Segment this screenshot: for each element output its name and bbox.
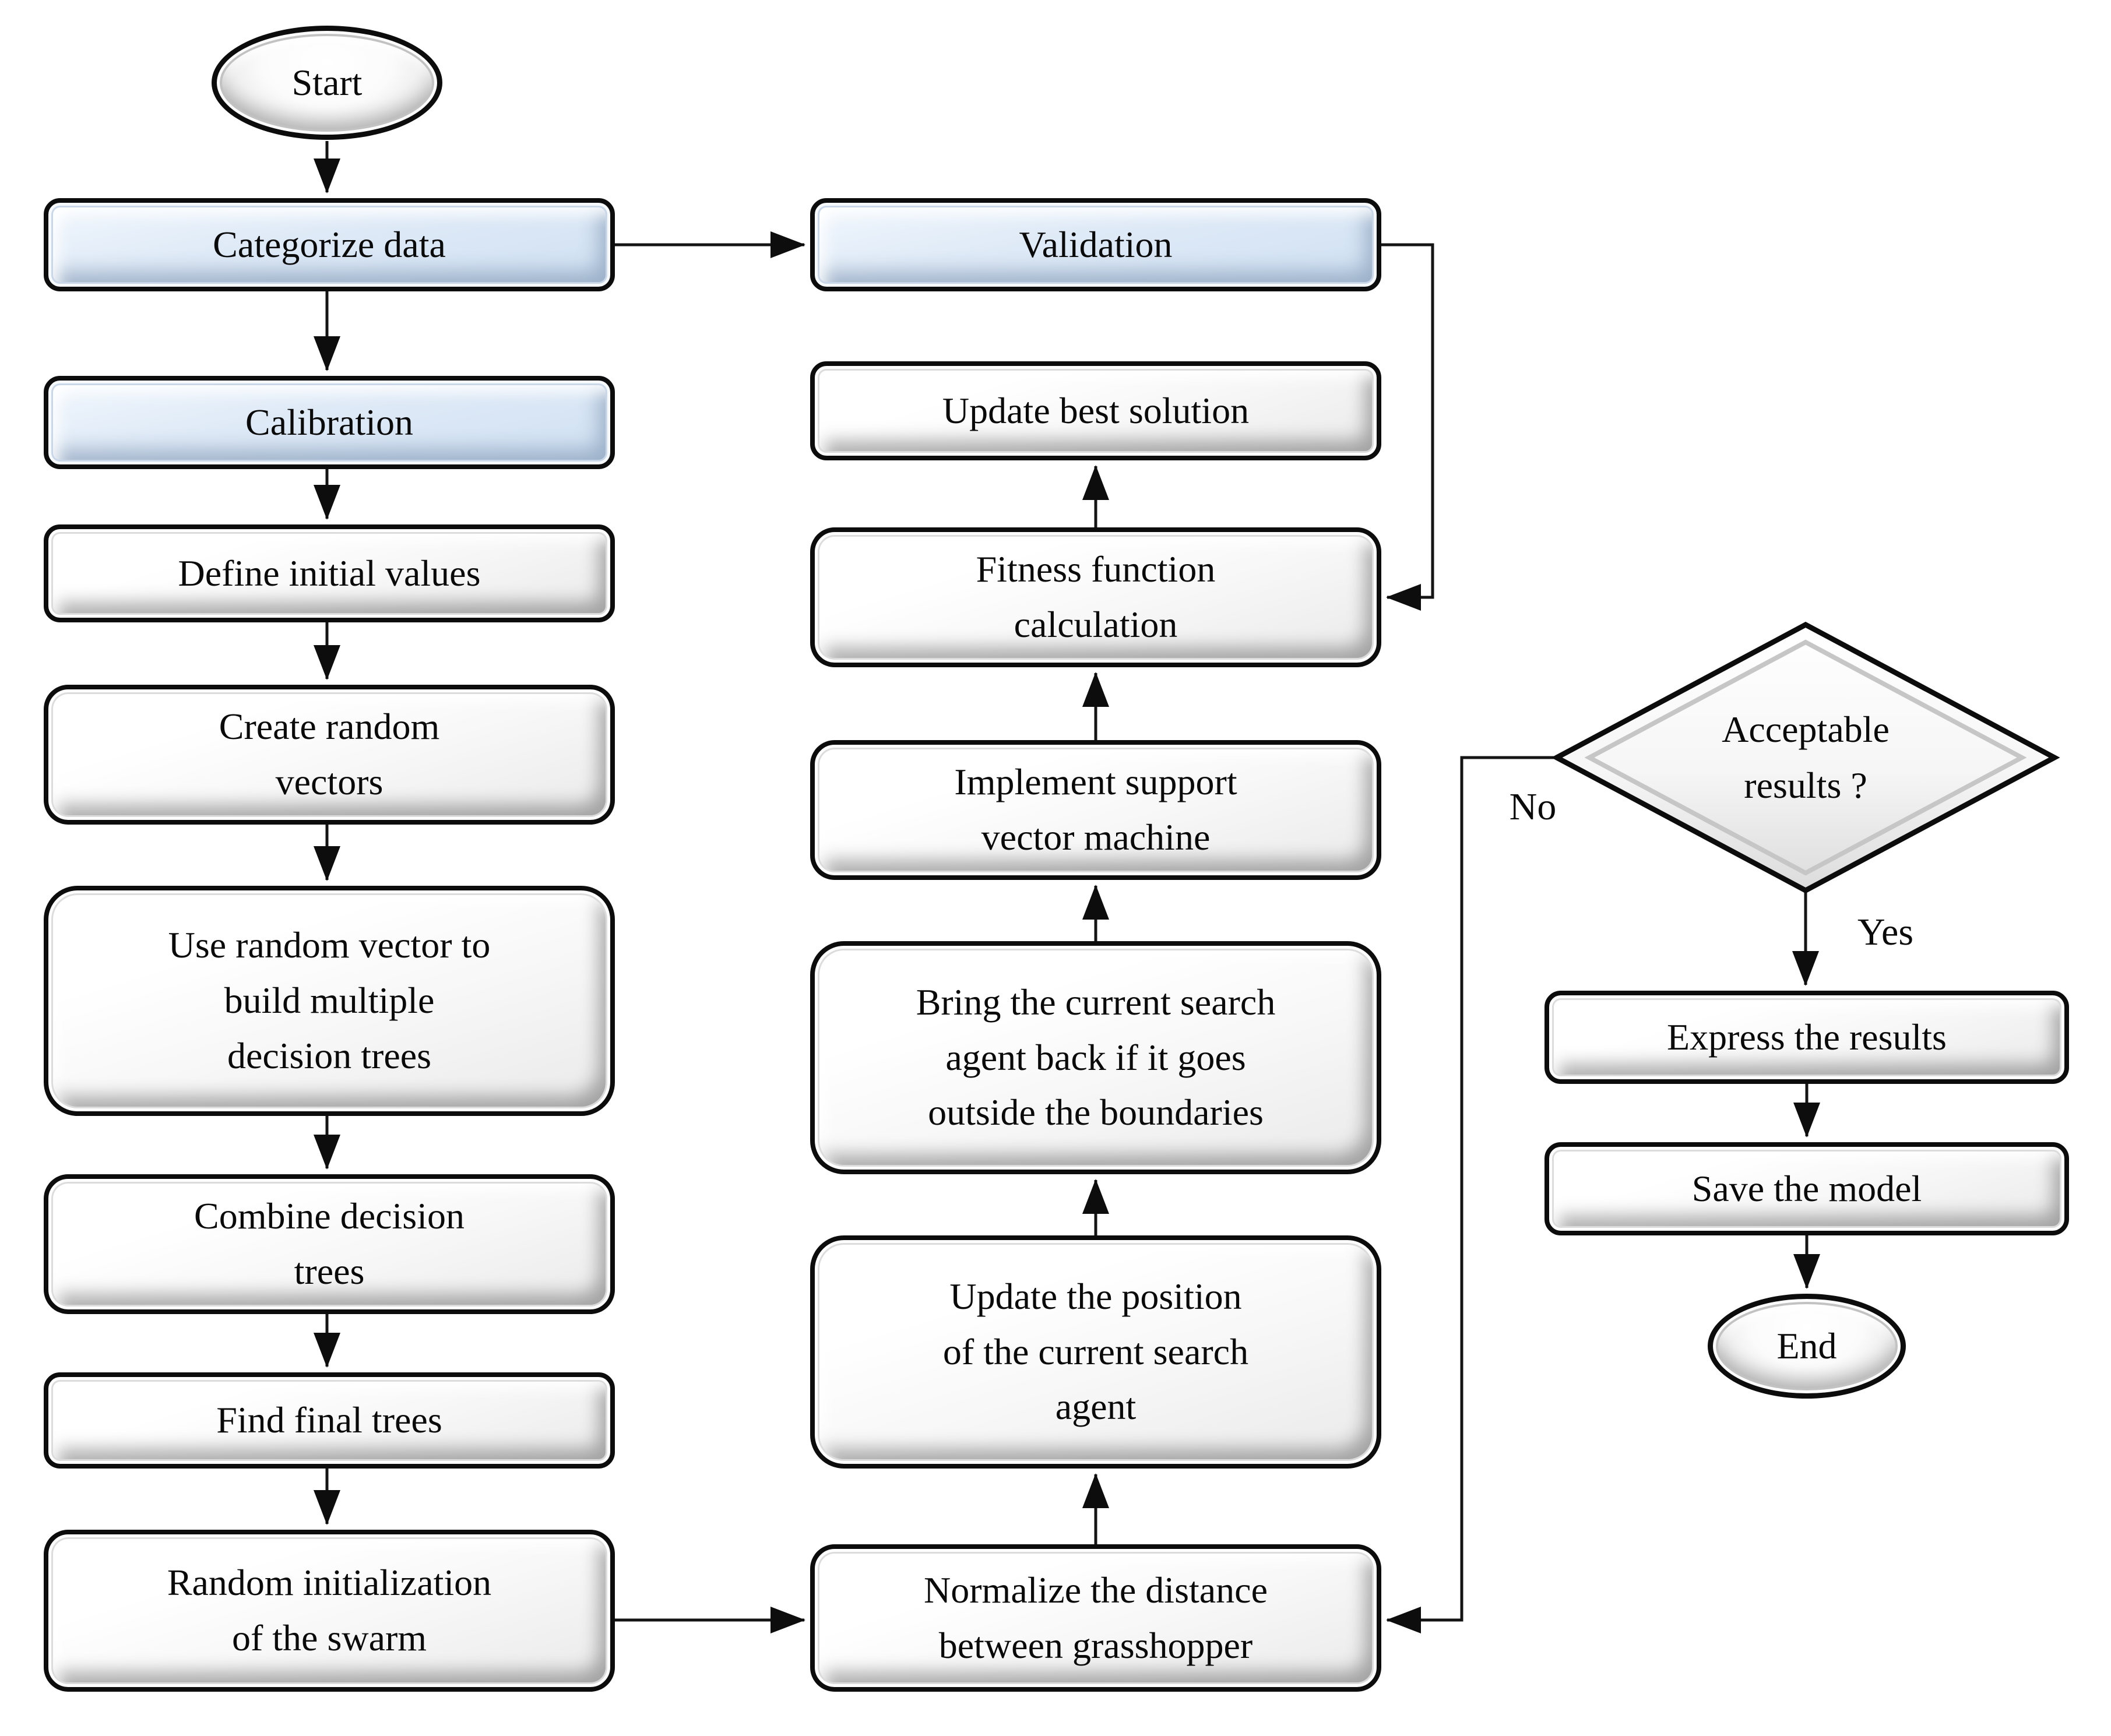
flowchart-node-update-best-solution: Update best solution: [810, 361, 1381, 460]
bring-back-agent-label: Bring the current search agent back if i…: [916, 981, 1276, 1133]
normalize-distance-label: Normalize the distance between grasshopp…: [924, 1569, 1268, 1666]
fitness-function-label: Fitness function calculation: [976, 548, 1216, 645]
find-final-trees-label: Find final trees: [216, 1399, 442, 1441]
flowchart-node-express-results: Express the results: [1544, 991, 2069, 1084]
implement-svm-label: Implement support vector machine: [954, 761, 1237, 858]
save-model-label: Save the model: [1691, 1167, 1922, 1209]
decision-diamond-bevel: [1584, 639, 2027, 876]
start-label: Start: [291, 61, 363, 103]
no-label: No: [1509, 786, 1557, 828]
calibration-label: Calibration: [245, 401, 413, 443]
flowchart-node-acceptable-results: Acceptable results ?: [1660, 676, 1951, 839]
use-random-vector-label: Use random vector to build multiple deci…: [168, 924, 491, 1076]
edge-label-yes: Yes: [1821, 900, 1950, 964]
combine-decision-trees-label: Combine decision trees: [194, 1195, 465, 1292]
flowchart-node-update-position: Update the position of the current searc…: [810, 1235, 1381, 1469]
flowchart-node-normalize-distance: Normalize the distance between grasshopp…: [810, 1544, 1381, 1692]
flowchart-node-validation: Validation: [810, 198, 1381, 291]
flowchart-node-combine-decision-trees: Combine decision trees: [44, 1174, 615, 1314]
express-results-label: Express the results: [1667, 1016, 1947, 1058]
flowchart-node-bring-back-agent: Bring the current search agent back if i…: [810, 941, 1381, 1174]
flowchart-node-save-model: Save the model: [1544, 1142, 2069, 1235]
connector-validation-to-fitness: [1381, 243, 1434, 611]
connector-decision-no-to-normalize: [1386, 756, 1557, 1633]
random-initialization-label: Random initialization of the swarm: [167, 1562, 492, 1658]
flowchart-node-fitness-function: Fitness function calculation: [810, 527, 1381, 667]
flowchart-node-end: End: [1708, 1294, 1906, 1399]
flowchart-node-use-random-vector: Use random vector to build multiple deci…: [44, 886, 615, 1116]
categorize-data-label: Categorize data: [213, 223, 446, 265]
edge-label-no: No: [1469, 775, 1597, 839]
validation-label: Validation: [1019, 223, 1173, 265]
flowchart-node-find-final-trees: Find final trees: [44, 1372, 615, 1469]
define-initial-values-label: Define initial values: [178, 552, 481, 594]
flowchart-node-start: Start: [212, 26, 442, 140]
decision-diamond-shape: [1551, 621, 2060, 894]
update-best-solution-label: Update best solution: [942, 389, 1250, 431]
update-position-label: Update the position of the current searc…: [942, 1275, 1249, 1428]
flowchart-node-define-initial-values: Define initial values: [44, 524, 615, 622]
create-random-vectors-label: Create random vectors: [219, 706, 440, 802]
yes-label: Yes: [1857, 911, 1914, 953]
acceptable-results-label: Acceptable results ?: [1722, 709, 1890, 806]
flowchart-node-calibration: Calibration: [44, 376, 615, 469]
flowchart-node-random-initialization: Random initialization of the swarm: [44, 1530, 615, 1692]
flowchart-node-categorize-data: Categorize data: [44, 198, 615, 291]
flowchart-node-create-random-vectors: Create random vectors: [44, 685, 615, 825]
end-label: End: [1776, 1325, 1837, 1367]
flowchart-node-implement-svm: Implement support vector machine: [810, 740, 1381, 880]
